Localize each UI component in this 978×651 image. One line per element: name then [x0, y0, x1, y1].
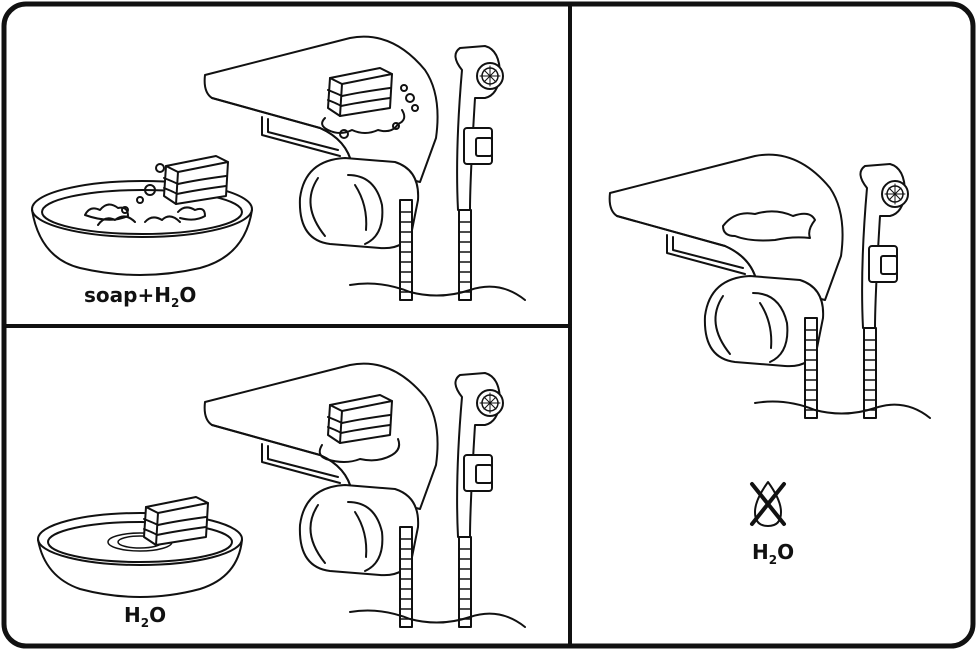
fixture-3 [608, 153, 931, 419]
label-no-water: H2O [752, 540, 795, 567]
sponge-in-basin [163, 155, 229, 205]
cloth [722, 210, 816, 242]
panel-soap-water [31, 35, 527, 302]
panel-water-only [37, 362, 527, 628]
no-water-icon [750, 481, 786, 527]
label-soap-water: soap+H2O [84, 283, 197, 310]
label-water: H2O [124, 603, 167, 630]
panel-dry-wipe [608, 153, 931, 419]
sponge-in-water [143, 496, 209, 546]
basin-water [37, 512, 243, 598]
